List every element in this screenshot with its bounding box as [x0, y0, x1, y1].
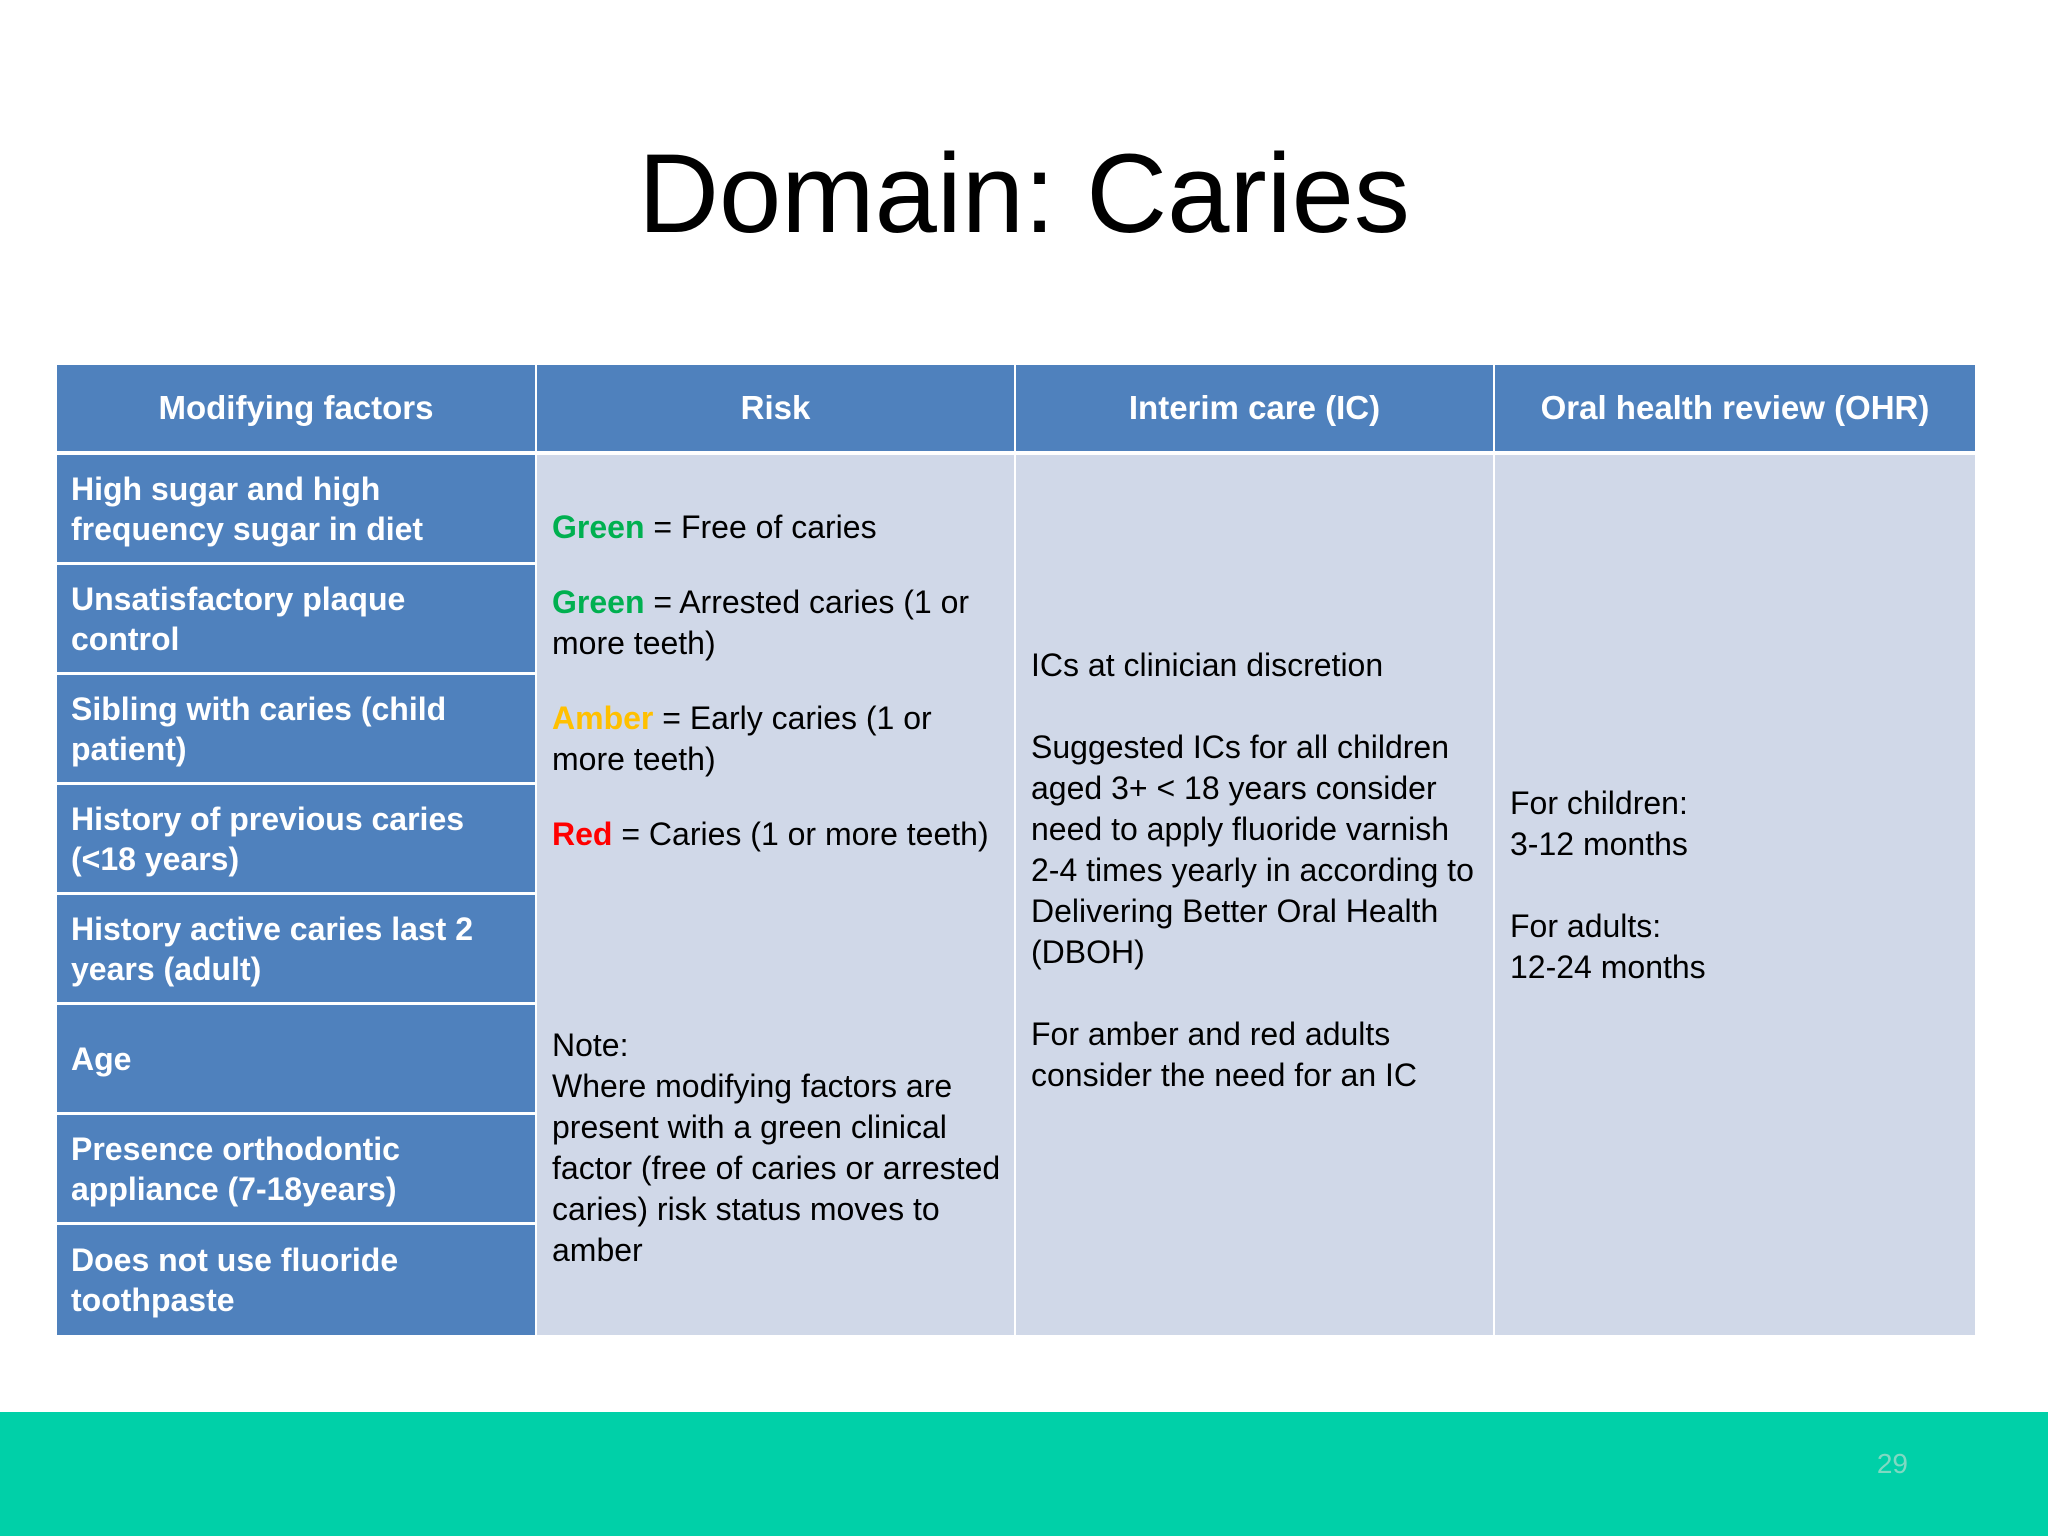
- interim-care-paragraph: Suggested ICs for all children aged 3+ <…: [1031, 729, 1474, 970]
- risk-level-item: Green = Arrested caries (1 or more teeth…: [552, 582, 1002, 664]
- risk-level-description: Arrested caries (1 or more teeth): [552, 584, 970, 661]
- page-number: 29: [1876, 1448, 1908, 1479]
- ohr-group: For children: 3-12 months: [1510, 783, 1960, 865]
- ohr-value: 12-24 months: [1510, 949, 1706, 985]
- modifying-factor-row: History active caries last 2 years (adul…: [57, 895, 535, 1002]
- interim-care-paragraph: For amber and red adults consider the ne…: [1031, 1016, 1418, 1093]
- modifying-factor-row: High sugar and high frequency sugar in d…: [57, 455, 535, 562]
- risk-level-description: Caries (1 or more teeth): [648, 816, 989, 852]
- risk-level-label: Green: [552, 584, 645, 620]
- risk-level-item: Amber = Early caries (1 or more teeth): [552, 698, 1002, 780]
- header-oral-health-review: Oral health review (OHR): [1495, 365, 1975, 451]
- modifying-factor-row: Age: [57, 1005, 535, 1112]
- ohr-value: 3-12 months: [1510, 826, 1688, 862]
- table-header-row: Modifying factors Risk Interim care (IC)…: [57, 365, 1975, 451]
- slide-title: Domain: Caries: [638, 131, 1410, 256]
- modifying-factor-row: Sibling with caries (child patient): [57, 675, 535, 782]
- risk-level-description: Early caries (1 or more teeth): [552, 700, 932, 777]
- modifying-factor-row: Unsatisfactory plaque control: [57, 565, 535, 672]
- risk-note: Note: Where modifying factors are presen…: [552, 1025, 1002, 1271]
- modifying-factor-row: History of previous caries (<18 years): [57, 785, 535, 892]
- risk-separator: =: [653, 700, 690, 736]
- interim-care-cell: ICs at clinician discretion Suggested IC…: [1016, 455, 1493, 1335]
- interim-care-text: ICs at clinician discretion Suggested IC…: [1031, 645, 1481, 1096]
- ohr-label: For children:: [1510, 785, 1688, 821]
- risk-separator: =: [612, 816, 649, 852]
- risk-level-label: Amber: [552, 700, 654, 736]
- risk-level-description: Free of caries: [680, 509, 877, 545]
- oral-health-review-text: For children: 3-12 months For adults: 12…: [1510, 783, 1960, 988]
- modifying-factor-row: Presence orthodontic appliance (7-18year…: [57, 1115, 535, 1222]
- header-interim-care: Interim care (IC): [1016, 365, 1493, 451]
- caries-table: Modifying factors Risk Interim care (IC)…: [57, 365, 1975, 1335]
- footer-band: [0, 1412, 2048, 1536]
- header-modifying-factors: Modifying factors: [57, 365, 535, 451]
- interim-care-paragraph: ICs at clinician discretion: [1031, 647, 1384, 683]
- risk-level-item: Red = Caries (1 or more teeth): [552, 814, 1002, 855]
- risk-note-label: Note:: [552, 1027, 629, 1063]
- risk-separator: =: [644, 509, 681, 545]
- modifying-factor-row: Does not use fluoride toothpaste: [57, 1225, 535, 1335]
- risk-level-item: Green = Free of caries: [552, 507, 1002, 548]
- risk-note-text: Where modifying factors are present with…: [552, 1068, 1001, 1268]
- risk-level-label: Red: [552, 816, 613, 852]
- risk-cell: Green = Free of caries Green = Arrested …: [537, 455, 1014, 1335]
- oral-health-review-cell: For children: 3-12 months For adults: 12…: [1495, 455, 1975, 1335]
- risk-levels: Green = Free of caries Green = Arrested …: [552, 507, 1002, 889]
- ohr-label: For adults:: [1510, 908, 1662, 944]
- ohr-group: For adults: 12-24 months: [1510, 906, 1960, 988]
- risk-level-label: Green: [552, 509, 645, 545]
- header-risk: Risk: [537, 365, 1014, 451]
- risk-separator: =: [644, 584, 680, 620]
